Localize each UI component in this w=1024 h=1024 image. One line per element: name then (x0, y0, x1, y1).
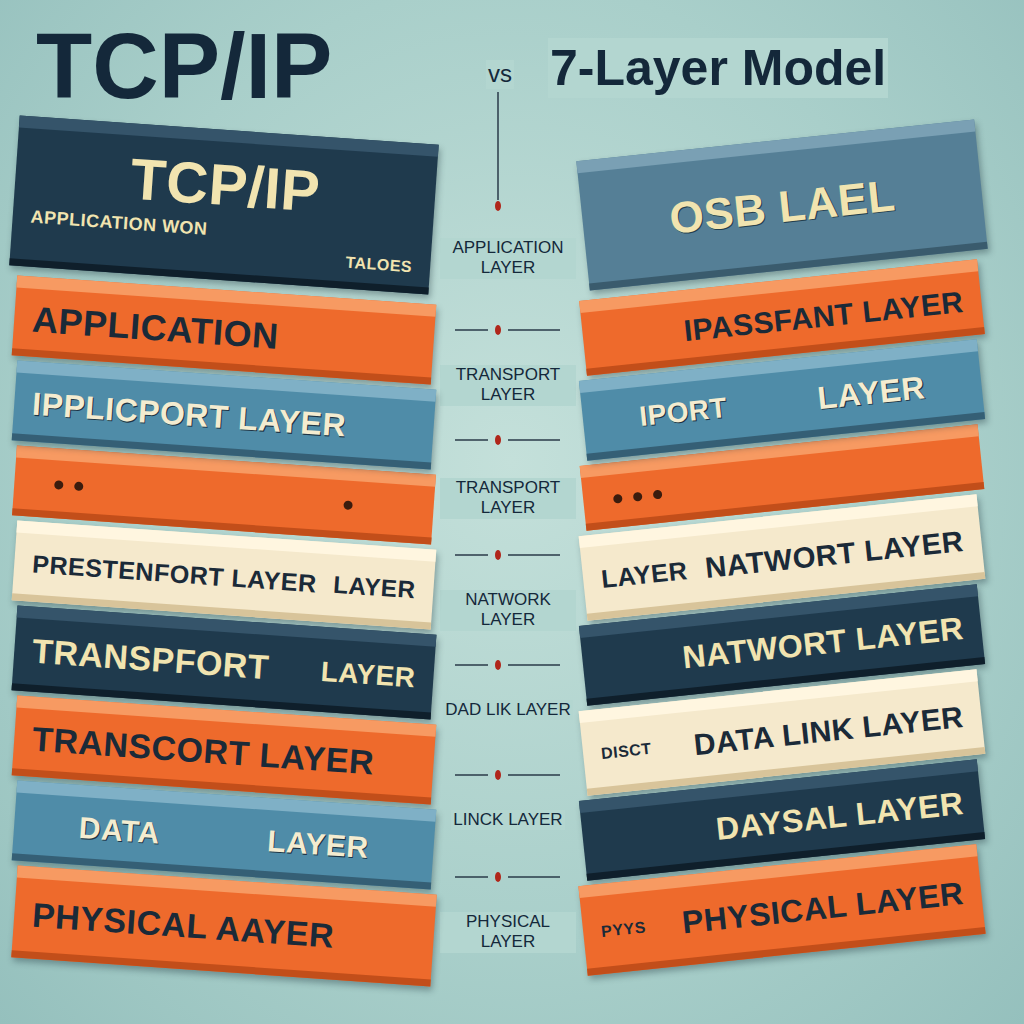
layer-label: NATWORK LAYER (440, 590, 576, 631)
divider-dot (495, 201, 501, 211)
label-text: PHYSICAL LAYER (440, 912, 576, 953)
layer-name: LAYER (816, 370, 927, 416)
label-text: TRANSPORT LAYER (440, 365, 576, 406)
layer-name: OSB LAEL (667, 172, 897, 244)
layer-name: LAYER (600, 556, 689, 593)
layer-label: DAD LIK LAYER (440, 700, 576, 720)
layer-name: DISCT (600, 740, 652, 763)
layer-name: LAYER (266, 824, 369, 864)
layer-name: DATA (78, 811, 161, 850)
label-text: DAD LIK LAYER (443, 700, 572, 720)
layer-name: APPLICATION (31, 299, 280, 356)
label-text: LINCK LAYER (451, 810, 564, 830)
label-text: NATWORK LAYER (440, 590, 576, 631)
layer-name: TRANSCORT LAYER (31, 720, 375, 781)
layer-name: LAYER (320, 656, 417, 693)
layer-name: TALOES (345, 253, 413, 275)
layer-name: DATA LINK LAYER (692, 700, 965, 761)
layer-name: TCP/IP (128, 146, 322, 223)
layer-name: IPASSFANT LAYER (682, 285, 965, 347)
page-title: TCP/IP (36, 14, 332, 119)
layer-name: DAYSAL LAYER (714, 786, 965, 847)
layer-label: APPLICATION LAYER (440, 238, 576, 279)
layer-label: vs (440, 60, 560, 89)
layer-name: NATWORT LAYER (681, 611, 965, 675)
label-text: 7-Layer Model (548, 38, 888, 98)
layer-label: TRANSPORT LAYER (440, 478, 576, 519)
layer-name: LAYER (332, 572, 416, 604)
label-text: vs (486, 60, 514, 89)
layer-label: TRANSPORT LAYER (440, 365, 576, 406)
layer-name: PHYSICAL AAYER (31, 896, 335, 954)
layer-name: IPPLICPORT LAYER (31, 387, 347, 444)
title-text: TCP/IP (36, 15, 332, 117)
layer-name: IPORT (638, 393, 729, 433)
layer-name: PYYS (600, 918, 646, 940)
layer-label: LINCK LAYER (440, 810, 576, 830)
layer-name: PHYSICAL LAYER (680, 876, 965, 941)
divider-line (497, 92, 499, 200)
label-text: TRANSPORT LAYER (440, 478, 576, 519)
layer-label: PHYSICAL LAYER (440, 912, 576, 953)
layer-label: 7-Layer Model (548, 38, 1008, 98)
label-text: APPLICATION LAYER (440, 238, 576, 279)
layer-name: PRESTENFORT LAYER (31, 550, 317, 597)
layer-name: TRANSPFORT (31, 633, 270, 687)
stack-header-slab: TCP/IPAPPLICATION WONTALOES (9, 116, 438, 295)
layer-name: NATWORT LAYER (703, 525, 965, 584)
